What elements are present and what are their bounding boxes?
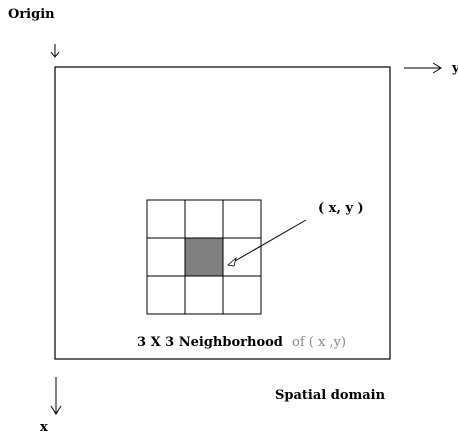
neighborhood-caption-suffix: of ( x ,y) xyxy=(292,335,346,350)
x-axis-label: x xyxy=(40,420,48,433)
y-axis-arrow-icon xyxy=(404,62,442,74)
neighbor-cell xyxy=(146,199,186,239)
neighbor-cell xyxy=(184,199,224,239)
neighbor-cell xyxy=(222,275,262,315)
y-axis-label: y xyxy=(451,61,458,76)
origin-arrow-icon xyxy=(50,44,60,58)
pixel-label: ( x, y ) xyxy=(318,201,364,216)
pixel-pointer xyxy=(227,219,307,267)
neighbor-cell xyxy=(184,275,224,315)
neighbor-cell xyxy=(146,237,186,277)
neighborhood-caption: 3 X 3 Neighborhood of ( x ,y) xyxy=(137,335,346,350)
neighbor-cell xyxy=(222,199,262,239)
spatial-domain-label: Spatial domain xyxy=(275,388,386,403)
neighbor-cell xyxy=(146,275,186,315)
neighborhood-caption-main: 3 X 3 Neighborhood xyxy=(137,335,283,350)
origin-label: Origin xyxy=(8,7,55,22)
x-axis-arrow-icon xyxy=(50,377,62,415)
neighborhood-grid xyxy=(146,199,262,315)
center-pixel-cell xyxy=(184,237,224,277)
image-border xyxy=(54,66,391,360)
